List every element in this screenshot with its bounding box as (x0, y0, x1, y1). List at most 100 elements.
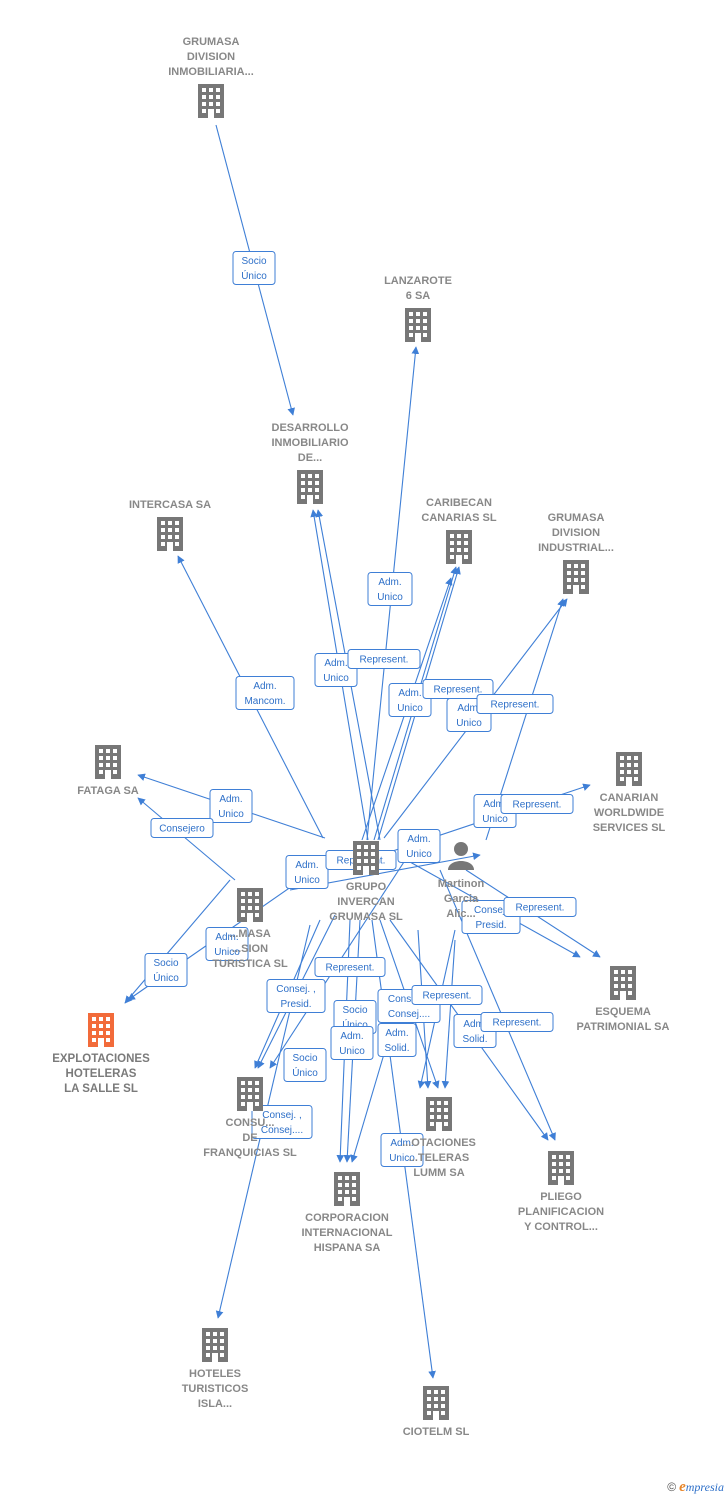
relation-label-box (397, 829, 441, 863)
relation-label-box (232, 251, 276, 285)
relation-label[interactable]: Adm.Unico (330, 1026, 374, 1060)
relation-label-box (209, 789, 253, 823)
relation-label-box (347, 649, 421, 669)
brand-name: mpresia (685, 1480, 724, 1494)
node-label: HOTELES (189, 1368, 241, 1380)
relation-label[interactable]: Adm.Unico (367, 572, 413, 606)
node-label: ESQUEMA (595, 1006, 651, 1018)
node-martinon[interactable]: MartinonGarciaAlic... (438, 842, 485, 920)
relation-label[interactable]: Represent. (503, 897, 577, 917)
relation-label-text: Presid. (280, 999, 311, 1010)
relation-label[interactable]: Adm.Unico (285, 855, 329, 889)
relation-label-text: Adm. (253, 681, 276, 692)
node-label: LA SALLE SL (64, 1083, 138, 1095)
copyright-symbol: © (667, 1480, 677, 1494)
node-label: Garcia (444, 893, 479, 905)
relation-label-text: Mancom. (244, 696, 285, 707)
node-label: ...OTACIONES (402, 1137, 476, 1149)
relation-label-box (283, 1048, 327, 1082)
relation-label[interactable]: Consejero (150, 818, 214, 838)
relation-label-text: Socio (153, 958, 178, 969)
relation-label-box (205, 927, 249, 961)
node-esquema[interactable]: ESQUEMA PATRIMONIAL SA (577, 966, 670, 1033)
node-label: DIVISION (552, 527, 600, 539)
building-icon (353, 841, 379, 875)
relation-label-text: Adm. (385, 1028, 408, 1039)
building-icon (563, 560, 589, 594)
building-icon (202, 1328, 228, 1362)
relation-label[interactable]: Adm.Unico (205, 927, 249, 961)
relation-label[interactable]: Consej. ,Presid. (266, 979, 326, 1013)
relation-label[interactable]: Adm.Unico (388, 683, 432, 717)
empresia-brand[interactable]: ©empresia (667, 1479, 724, 1496)
relation-label-text: Unico (406, 849, 432, 860)
relation-label-text: Represent. (360, 655, 409, 666)
node-hoteles[interactable]: HOTELESTURISTICOSISLA... (182, 1328, 249, 1410)
node-label: GRUMASA (183, 36, 240, 48)
node-label: GRUMASA SL (329, 911, 403, 923)
relation-label[interactable]: Represent. (476, 694, 554, 714)
relation-label[interactable]: Consej. ,Consej.... (251, 1105, 313, 1139)
relation-label[interactable]: Adm.Unico (397, 829, 441, 863)
node-label: WORLDWIDE (594, 807, 664, 819)
node-label: DIVISION (187, 51, 235, 63)
node-label: INDUSTRIAL... (538, 542, 614, 554)
relation-label-text: Consejero (159, 824, 205, 835)
relation-label-box (330, 1026, 374, 1060)
relation-label-text: Adm. (340, 1031, 363, 1042)
relation-label[interactable]: Represent. (422, 679, 494, 699)
person-icon (448, 842, 474, 870)
building-icon (423, 1386, 449, 1420)
edges-layer (124, 124, 601, 1379)
relation-label[interactable]: Adm.Unico (314, 653, 358, 687)
edge-labels-layer: SocioÚnicoAdm.UnicoAdm.Mancom.Adm.UnicoR… (144, 251, 577, 1167)
node-fataga[interactable]: FATAGA SA (77, 745, 139, 797)
relation-label-text: Adm. (457, 703, 480, 714)
relation-label-text: Consej.... (261, 1125, 303, 1136)
node-label: ISLA... (198, 1398, 232, 1410)
node-label: GRUMASA (548, 512, 605, 524)
relation-label-text: Presid. (475, 920, 506, 931)
relation-label-text: Adm. (463, 1019, 486, 1030)
node-label: SERVICES SL (593, 822, 666, 834)
node-ciotelm[interactable]: CIOTELM SL (403, 1386, 470, 1438)
relation-label[interactable]: Adm.Unico (209, 789, 253, 823)
relation-label-text: Adm. (390, 1138, 413, 1149)
relation-label-box (500, 794, 574, 814)
relation-label-text: Adm. (215, 932, 238, 943)
node-label: PATRIMONIAL SA (577, 1021, 670, 1033)
relation-label-box (266, 979, 326, 1013)
relation-label[interactable]: Represent. (411, 985, 483, 1005)
node-desarrollo[interactable]: DESARROLLOINMOBILIARIODE... (272, 422, 349, 504)
relation-label[interactable]: Adm. Mancom. (235, 676, 295, 710)
relation-label-text: Unico (294, 875, 320, 886)
relation-label[interactable]: Represent. (314, 957, 386, 977)
node-label: DESARROLLO (272, 422, 349, 434)
building-icon (405, 308, 431, 342)
node-intercasa[interactable]: INTERCASA SA (129, 499, 211, 551)
node-label: Y CONTROL... (524, 1221, 598, 1233)
node-grumasa-ind[interactable]: GRUMASA DIVISION INDUSTRIAL... (538, 512, 614, 594)
relation-label[interactable]: Adm.Unico (380, 1133, 424, 1167)
node-label: INTERNACIONAL (301, 1227, 392, 1239)
relation-label-text: Socio (342, 1005, 367, 1016)
relation-label[interactable]: Represent. (500, 794, 574, 814)
relation-label[interactable]: Represent. (347, 649, 421, 669)
relation-label[interactable]: Represent. (480, 1012, 554, 1032)
relation-label-text: Unico (218, 809, 244, 820)
relation-label[interactable]: Adm.Solid. (377, 1023, 417, 1057)
node-grumasa-inmob[interactable]: GRUMASADIVISIONINMOBILIARIA... (168, 36, 254, 118)
